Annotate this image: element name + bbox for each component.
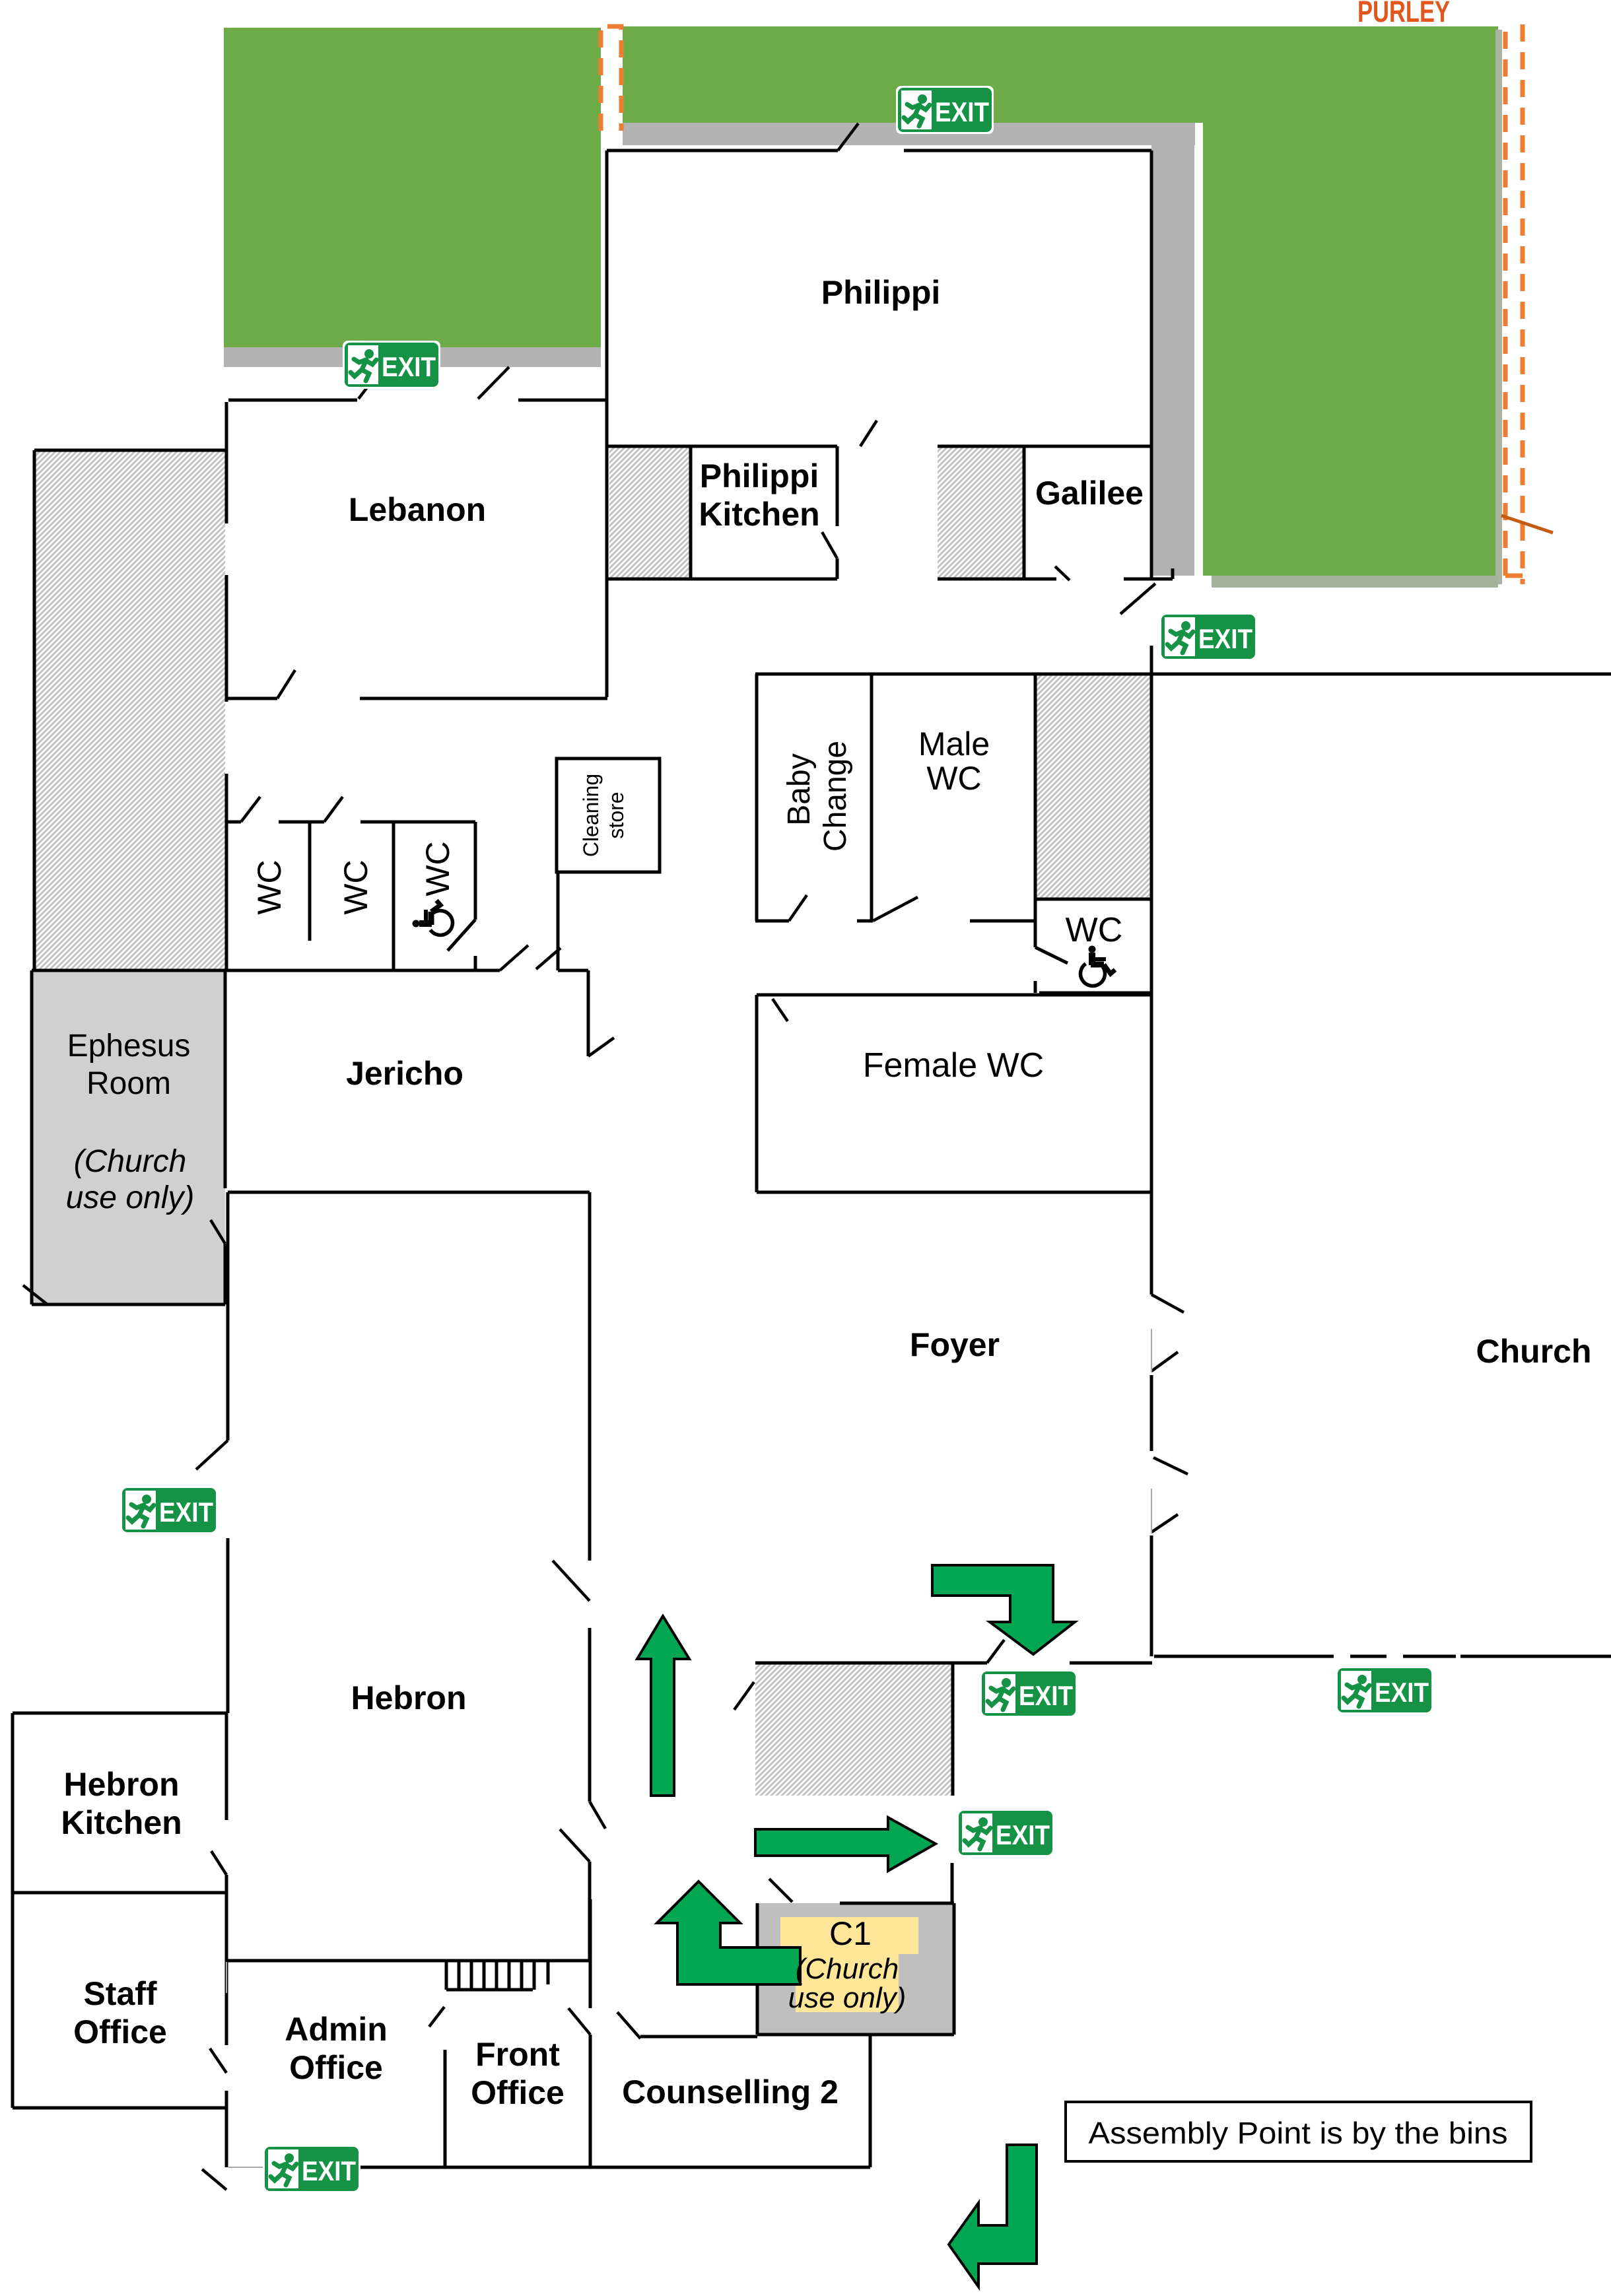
svg-text:Kitchen: Kitchen (61, 1804, 182, 1841)
svg-text:use only): use only) (788, 1982, 907, 2014)
svg-text:WC: WC (337, 860, 374, 914)
svg-text:use only): use only) (66, 1180, 195, 1215)
svg-text:WC: WC (419, 841, 456, 896)
svg-text:Baby: Baby (782, 753, 817, 825)
svg-text:Staff: Staff (83, 1975, 156, 2012)
svg-text:Foyer: Foyer (910, 1326, 1000, 1363)
svg-text:Jericho: Jericho (346, 1055, 463, 1092)
svg-text:Male: Male (918, 726, 990, 762)
svg-text:Office: Office (289, 2049, 383, 2086)
svg-text:Ephesus: Ephesus (67, 1029, 191, 1064)
svg-text:Philippi: Philippi (700, 457, 819, 494)
svg-text:Front: Front (475, 2036, 560, 2073)
svg-text:(Church: (Church (74, 1144, 187, 1179)
svg-text:Change: Change (818, 741, 853, 852)
svg-text:Office: Office (73, 2013, 167, 2050)
svg-text:Kitchen: Kitchen (699, 496, 819, 533)
svg-text:(Church: (Church (796, 1953, 899, 1985)
svg-text:WC: WC (926, 760, 981, 797)
svg-text:Lebanon: Lebanon (349, 491, 486, 528)
svg-text:Hebron: Hebron (351, 1679, 467, 1716)
svg-text:WC: WC (251, 860, 288, 914)
svg-text:Galilee: Galilee (1035, 475, 1144, 512)
svg-text:PURLEY: PURLEY (1357, 0, 1450, 28)
svg-text:Hebron: Hebron (64, 1766, 180, 1803)
svg-text:store: store (604, 792, 628, 838)
svg-text:Room: Room (86, 1066, 171, 1101)
svg-text:Female WC: Female WC (863, 1046, 1044, 1085)
svg-text:Cleaning: Cleaning (579, 774, 603, 857)
svg-text:Counselling 2: Counselling 2 (622, 2074, 839, 2110)
svg-text:Church: Church (1476, 1333, 1592, 1370)
svg-text:C1: C1 (829, 1915, 872, 1952)
svg-text:Philippi: Philippi (821, 274, 941, 311)
svg-text:Office: Office (471, 2074, 565, 2111)
svg-text:Admin: Admin (285, 2011, 388, 2048)
svg-text:Assembly Point is by the bins: Assembly Point is by the bins (1089, 2116, 1508, 2150)
svg-text:WC: WC (1066, 911, 1123, 949)
